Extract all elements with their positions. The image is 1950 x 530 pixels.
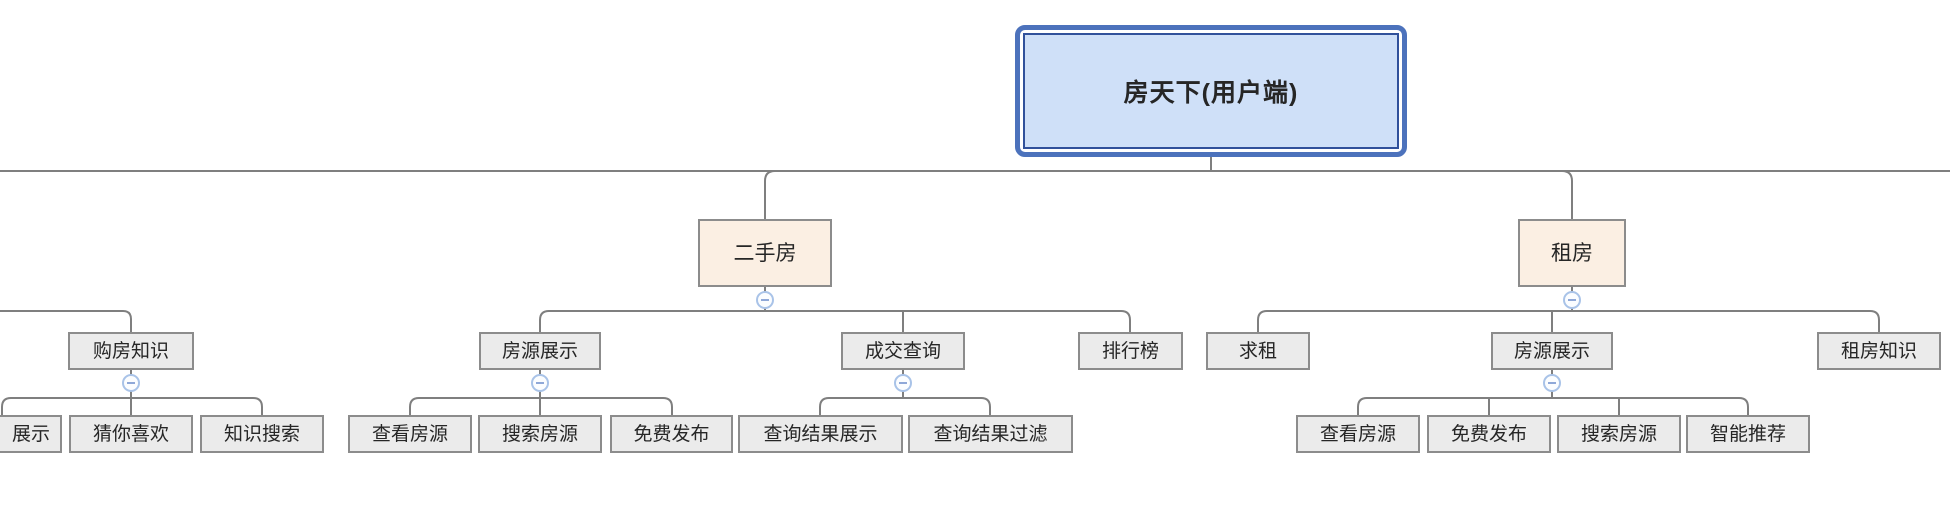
node-zhishi-sousuo[interactable]: 知识搜索 — [200, 415, 324, 453]
collapse-toggle-fangyuan-zhanshi-right[interactable] — [1543, 374, 1561, 392]
rail-fangyuanzhanshi-r — [1357, 397, 1749, 415]
node-goufang-zhishi[interactable]: 购房知识 — [68, 332, 194, 370]
collapse-toggle-goufang-zhishi[interactable] — [122, 374, 140, 392]
node-paihangbang[interactable]: 排行榜 — [1078, 332, 1183, 370]
collapse-toggle-chengjiao-chaxun[interactable] — [894, 374, 912, 392]
rail-left-cut — [0, 310, 132, 332]
node-root[interactable]: 房天下(用户端) — [1015, 25, 1407, 157]
node-mianfei-fabu-left[interactable]: 免费发布 — [610, 415, 733, 453]
node-qiuzu[interactable]: 求租 — [1206, 332, 1310, 370]
node-zufang[interactable]: 租房 — [1518, 219, 1626, 287]
node-chaxun-jieguo-guolv[interactable]: 查询结果过滤 — [908, 415, 1073, 453]
node-sousuo-fangyuan-left[interactable]: 搜索房源 — [478, 415, 602, 453]
node-chengjiao-chaxun[interactable]: 成交查询 — [841, 332, 965, 370]
node-zufang-zhishi[interactable]: 租房知识 — [1817, 332, 1941, 370]
node-chaxun-jieguo-zhanshi[interactable]: 查询结果展示 — [738, 415, 903, 453]
collapse-toggle-zufang[interactable] — [1563, 291, 1581, 309]
rail-chengjiaochaxun — [819, 397, 991, 415]
node-fangyuan-zhanshi-right[interactable]: 房源展示 — [1491, 332, 1613, 370]
node-ershoufang[interactable]: 二手房 — [698, 219, 832, 287]
collapse-toggle-fangyuan-zhanshi-left[interactable] — [531, 374, 549, 392]
node-chakan-fangyuan-right[interactable]: 查看房源 — [1296, 415, 1420, 453]
node-mianfei-fabu-right[interactable]: 免费发布 — [1427, 415, 1551, 453]
rail-ershoufang — [539, 310, 1131, 332]
rail-zufang — [1257, 310, 1880, 332]
ershoufang-stub — [764, 170, 776, 219]
node-fangyuan-zhanshi-left[interactable]: 房源展示 — [479, 332, 601, 370]
node-zhineng-tuijian[interactable]: 智能推荐 — [1686, 415, 1810, 453]
zufang-stub — [1561, 170, 1573, 219]
node-cai-ni-xihuan[interactable]: 猜你喜欢 — [69, 415, 193, 453]
root-title: 房天下(用户端) — [1023, 33, 1399, 149]
collapse-toggle-ershoufang[interactable] — [756, 291, 774, 309]
node-zhanshi-clipped[interactable]: 展示 — [0, 415, 62, 453]
node-sousuo-fangyuan-right[interactable]: 搜索房源 — [1557, 415, 1681, 453]
node-chakan-fangyuan-left[interactable]: 查看房源 — [348, 415, 472, 453]
